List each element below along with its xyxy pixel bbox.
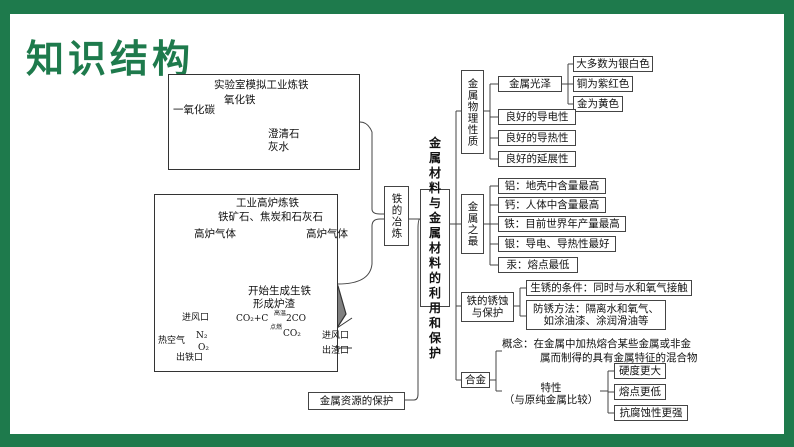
alloy-concept-line-1: 概念：在金属中加热熔合某些金属或非金 <box>502 338 691 350</box>
branch-smelting: 铁的冶炼 <box>384 186 409 246</box>
furnace-eq1-cond: 高温 <box>291 255 304 262</box>
lab-title: 实验室模拟工业炼铁 <box>214 79 309 91</box>
most-item-2: 铁：目前世界年产量最高 <box>498 216 626 232</box>
furnace-gas-right: 高炉气体 <box>306 228 348 240</box>
furnace-eq2-cond: 高温 <box>274 310 287 317</box>
alloy-prop-2: 抗腐蚀性更强 <box>614 405 688 421</box>
alloy-property: 特性 （与原纯金属比较） <box>502 380 600 408</box>
physical-luster: 金属光泽 <box>498 76 562 92</box>
most-item-3: 银：导电、导热性最好 <box>498 236 616 252</box>
branch-resources: 金属资源的保护 <box>308 392 405 410</box>
furnace-tap-left: 出铁口 <box>176 353 204 363</box>
alloy-prop-0: 硬度更大 <box>614 363 666 379</box>
rust-condition: 生锈的条件：同时与水和氧气接触 <box>526 280 692 296</box>
lab-fe2o3-label: 氧化铁 <box>224 94 256 106</box>
lab-co-label: 一氧化碳 <box>173 104 215 116</box>
rust-prevention-line-1: 防锈方法：隔离水和氧气、 <box>533 302 659 315</box>
most-item-1: 钙：人体中含量最高 <box>498 197 606 213</box>
furnace-materials: 铁矿石、焦炭和石灰石 <box>218 211 323 223</box>
furnace-pig-iron: 生铁 <box>268 349 289 361</box>
physical-item-0: 良好的导电性 <box>498 109 576 125</box>
branch-rust: 铁的锈蚀与保护 <box>461 292 514 322</box>
furnace-inlet-left: 进风口 <box>182 313 210 323</box>
furnace-mid-2: 形成炉渣 <box>253 298 295 310</box>
most-item-4: 汞：熔点最低 <box>498 257 578 273</box>
alloy-prop-1: 熔点更低 <box>614 384 666 400</box>
furnace-o2: O₂ <box>198 343 209 353</box>
central-topic: 金属材料与金属材料的利用和保护 <box>420 136 450 360</box>
furnace-mid-1: 开始生成生铁 <box>248 285 311 297</box>
lab-panel <box>168 74 360 170</box>
furnace-eq3-cond: 点燃 <box>270 324 283 331</box>
alloy-concept-line-2: 属而制得的具有金属特征的混合物 <box>540 352 698 364</box>
furnace-eq1-rhs: 2Fe+3CO₂ <box>248 271 296 281</box>
alloy-property-line-1: 特性 <box>540 381 562 394</box>
branch-physical: 金属物理性质 <box>461 70 484 154</box>
rust-prevention: 防锈方法：隔离水和氧气、 如涂油漆、涂润滑油等 <box>526 300 666 330</box>
physical-item-2: 良好的延展性 <box>498 151 576 167</box>
slide-title: 知识结构 <box>26 37 195 81</box>
rust-prevention-line-2: 如涂油漆、涂润滑油等 <box>543 315 649 327</box>
lab-limewater-label: 澄清石灰水 <box>268 128 300 154</box>
physical-color-1: 铜为紫红色 <box>573 76 633 92</box>
furnace-slag: 炉渣 <box>268 337 289 349</box>
alloy-property-line-2: （与原纯金属比较） <box>503 394 599 406</box>
furnace-inlet-right: 进风口 <box>322 331 350 341</box>
branch-alloy: 合金 <box>461 372 490 388</box>
physical-color-0: 大多数为银白色 <box>573 56 653 72</box>
furnace-eq2-rhs: 2CO <box>286 314 306 324</box>
furnace-gas-left: 高炉气体 <box>194 228 236 240</box>
furnace-eq2-lhs: CO₂+C <box>236 314 269 324</box>
furnace-hot-air: 热空气 <box>158 336 186 346</box>
furnace-slag-out: 出渣口 <box>322 346 350 356</box>
physical-item-1: 良好的导热性 <box>498 130 576 146</box>
furnace-n2: N₂ <box>196 331 208 341</box>
furnace-title: 工业高炉炼铁 <box>236 197 299 209</box>
slide: 知识结构 实验室模拟工业炼铁 一氧化碳 氧化铁 澄清石灰水 工业高炉炼铁 铁矿石… <box>10 14 784 434</box>
furnace-eq3-lhs: C+O₂ <box>238 329 264 339</box>
most-item-0: 铝：地壳中含量最高 <box>498 178 606 194</box>
furnace-eq1-lhs: 3CO+Fe₂O₃ <box>246 259 300 269</box>
furnace-eq3-rhs: CO₂ <box>283 329 301 339</box>
branch-most: 金属之最 <box>461 194 484 254</box>
physical-color-2: 金为黄色 <box>573 96 623 112</box>
furnace-panel <box>154 194 338 372</box>
